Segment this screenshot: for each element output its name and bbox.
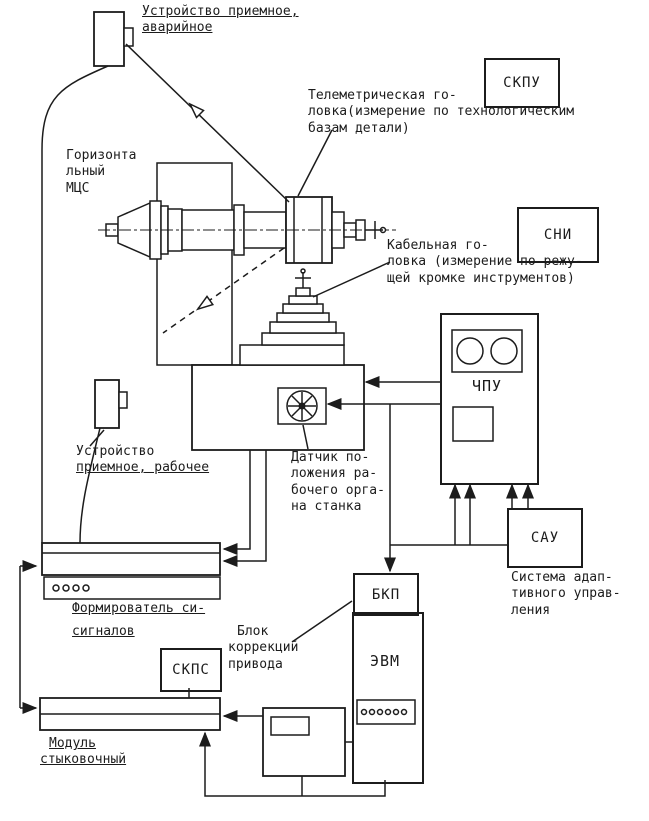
- receiver-working-device: [94, 379, 128, 429]
- cable-head-probe-icon: [295, 268, 311, 297]
- signal-former-box: [41, 542, 221, 600]
- box-bkp: БКП: [353, 573, 419, 616]
- box-evm: ЭВМ: [352, 612, 424, 784]
- docking-module-box: [39, 697, 221, 731]
- wireless-link-emergency: [125, 43, 290, 203]
- part-stack: [239, 295, 345, 366]
- label-receiver-emergency: Устройство приемное, аварийное: [142, 4, 299, 36]
- pointer-line: [297, 129, 333, 197]
- box-skpu: СКПУ: [484, 58, 560, 108]
- spindle: [98, 196, 396, 264]
- connector-line: [162, 247, 285, 334]
- label-horizontal-mc: Горизонта льный МЦС: [66, 148, 137, 196]
- label-receiver-working: Устройство приемное, рабочее: [76, 444, 210, 476]
- open-arrow-icon: [195, 295, 215, 311]
- cnc-dials-icon: [451, 329, 523, 442]
- box-skps: СКПС: [160, 648, 222, 692]
- label-position-sensor: Датчик по- ложения ра- бочего орга- на с…: [291, 450, 385, 514]
- label-signal-former-1: Формирователь си-: [72, 601, 206, 616]
- connector-line: [199, 731, 386, 797]
- box-sni: СНИ: [517, 207, 599, 263]
- box-sau: САУ: [507, 508, 583, 568]
- label-correction-block: Блок коррекций привода: [228, 624, 299, 672]
- box-bkp-label: БКП: [371, 586, 401, 603]
- pointer-line: [291, 600, 353, 643]
- connector-lines: [19, 43, 534, 797]
- pointer-line: [302, 424, 309, 450]
- label-telemetric-head: Телеметрическая го- ловка(измерение по т…: [308, 88, 575, 136]
- connector-line: [41, 65, 109, 543]
- connector-line: [79, 427, 101, 544]
- box-chpu: ЧПУ: [440, 313, 539, 485]
- connector-line: [222, 450, 251, 555]
- box-skps-label: СКПС: [172, 662, 210, 678]
- box-evm-label: ЭВМ: [370, 652, 401, 670]
- connector-line: [222, 450, 267, 567]
- drive-unit-box: [262, 707, 346, 777]
- box-sni-label: СНИ: [543, 227, 573, 243]
- box-skpu-label: СКПУ: [503, 75, 541, 91]
- connector-line: [125, 43, 290, 203]
- label-adaptive-system: Система адап- тивного управ- ления: [511, 570, 621, 618]
- receiver-emergency-device: [93, 11, 134, 67]
- label-docking-module: Модуль стыковочный: [40, 736, 127, 768]
- box-chpu-label: ЧПУ: [472, 377, 503, 395]
- machine-column: [156, 162, 233, 366]
- open-arrow-icon: [188, 102, 205, 119]
- position-sensor-icon: [277, 387, 327, 425]
- indicator-lights: [52, 584, 90, 592]
- label-signal-former-2: сигналов: [72, 624, 135, 639]
- wireless-link-working: [162, 247, 285, 334]
- pointer-line: [312, 261, 391, 298]
- label-cable-head: Кабельная го- ловка (измерение по режу- …: [387, 238, 583, 286]
- box-sau-label: САУ: [530, 530, 560, 546]
- evm-indicator-lights: [356, 699, 416, 725]
